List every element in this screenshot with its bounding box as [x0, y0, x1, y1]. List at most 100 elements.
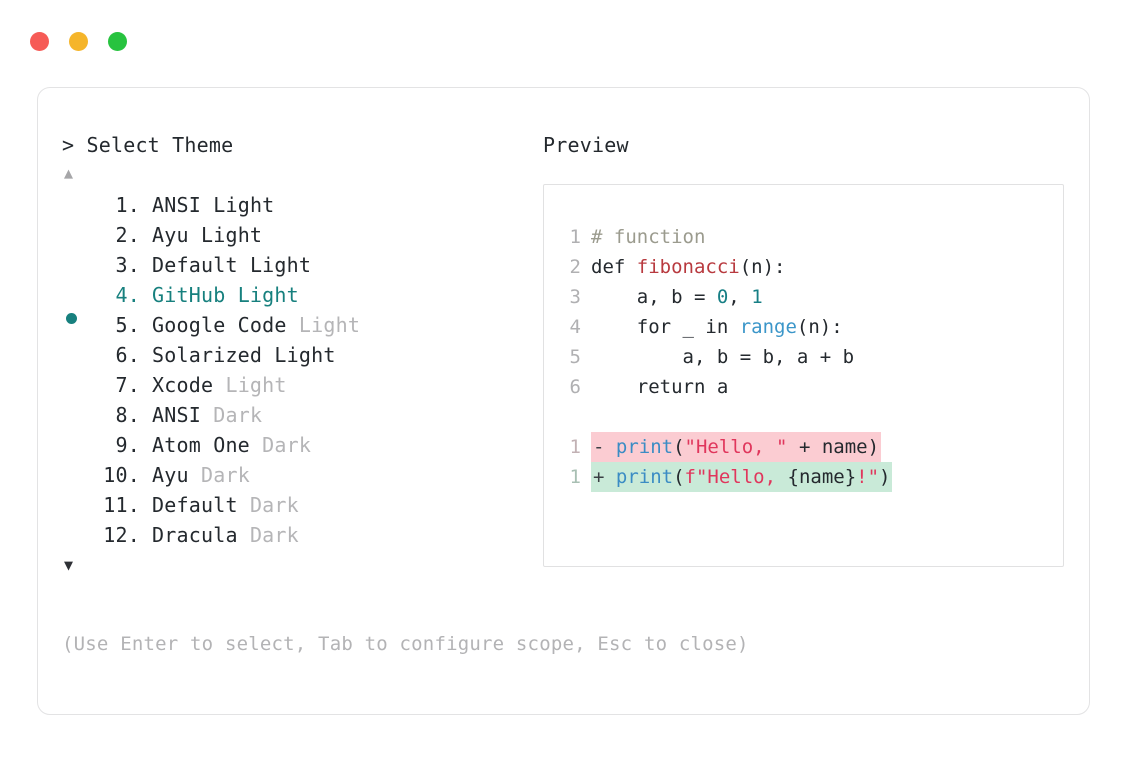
theme-list-item[interactable]: 1. ANSI Light	[62, 190, 532, 220]
code-token: 1	[751, 286, 763, 308]
theme-name: Solarized Light	[152, 343, 336, 367]
theme-list-item[interactable]: 8. ANSI Dark	[62, 400, 532, 430]
theme-index: 3.	[115, 253, 140, 277]
code-token: "Hello, "	[684, 436, 788, 458]
theme-variant: Light	[298, 313, 361, 337]
code-token: f"Hello,	[684, 466, 788, 488]
theme-list-item[interactable]: 6. Solarized Light	[62, 340, 532, 370]
code-line: 2 def fibonacci(n):	[544, 252, 1063, 282]
code-content: a, b = 0, 1	[591, 282, 763, 312]
code-line: 1 # function	[544, 222, 1063, 252]
theme-name: Google Code Light	[152, 313, 361, 337]
theme-name: Ayu Light	[152, 223, 263, 247]
theme-list-item[interactable]: 2. Ayu Light	[62, 220, 532, 250]
theme-name: Dracula Dark	[152, 523, 299, 547]
theme-index: 2.	[115, 223, 140, 247]
theme-list-item[interactable]: 3.Default Light	[62, 250, 532, 280]
line-number: 1	[569, 436, 581, 458]
theme-index: 4.	[115, 283, 140, 307]
code-token: 0	[716, 286, 729, 308]
theme-variant: Dark	[200, 463, 250, 487]
theme-list-item[interactable]: 4. GitHub Light	[62, 280, 532, 324]
theme-list-item[interactable]: 7. Xcode Light	[62, 370, 532, 400]
theme-name: Ayu Dark	[152, 463, 250, 487]
line-number: 2	[569, 256, 581, 278]
diff-block: 1- print("Hello, " + name)1+ print(f"Hel…	[544, 432, 1063, 492]
theme-variant: Light	[213, 193, 275, 217]
theme-variant: Light	[225, 373, 287, 397]
code-token: def	[591, 256, 637, 278]
code-token: (	[673, 436, 685, 458]
close-icon[interactable]	[30, 32, 49, 51]
code-token: (	[673, 466, 685, 488]
code-token: return a	[591, 376, 729, 398]
line-number: 4	[569, 316, 581, 338]
theme-list-item[interactable]: 5. Google Code Light	[62, 310, 532, 340]
code-line: 4 for _ in range(n):	[544, 312, 1063, 342]
preview-label: Preview	[543, 133, 629, 157]
theme-list-item[interactable]: 12. Dracula Dark	[62, 520, 532, 550]
code-token: + name)	[787, 436, 880, 458]
line-number: 3	[569, 286, 581, 308]
diff-line-added: 1 + print(f"Hello, {name}!")	[544, 462, 1063, 492]
code-token: a, b = b, a + b	[591, 346, 855, 368]
code-content: for _ in range(n):	[591, 312, 843, 342]
minimize-icon[interactable]	[69, 32, 88, 51]
theme-list-item[interactable]: 10. Ayu Dark	[62, 460, 532, 490]
line-number: 1	[569, 226, 581, 248]
theme-index: 9.	[115, 433, 140, 457]
code-token: print	[615, 466, 674, 488]
theme-index: 5.	[115, 313, 140, 337]
code-line: 6 return a	[544, 372, 1063, 402]
theme-variant: Dark	[249, 523, 299, 547]
theme-name: GitHub Light	[152, 283, 299, 307]
theme-variant: Dark	[249, 493, 299, 517]
theme-list-item[interactable]: 9.Atom One Dark	[62, 430, 532, 460]
theme-index: 7.	[115, 373, 140, 397]
line-number: 1	[569, 466, 581, 488]
diff-line-removed: 1- print("Hello, " + name)	[544, 432, 1063, 462]
theme-selector-pane: > Select Theme ▲ 1. ANSI Light 2. Ayu Light…	[62, 132, 532, 576]
code-token: print	[615, 436, 674, 458]
theme-index: 10.	[103, 463, 140, 487]
theme-index: 11.	[103, 493, 140, 517]
code-token: for _ in	[591, 316, 740, 338]
theme-index: 6.	[115, 343, 140, 367]
theme-name: Xcode Light	[152, 373, 287, 397]
window-controls	[30, 32, 127, 51]
theme-index: 12.	[103, 523, 140, 547]
theme-variant: Dark	[213, 403, 263, 427]
code-token: fibonacci	[636, 256, 740, 278]
theme-index: 1.	[115, 193, 140, 217]
code-token: !"	[856, 466, 880, 488]
maximize-icon[interactable]	[108, 32, 127, 51]
code-token: range	[739, 316, 797, 338]
theme-list-item[interactable]: 11.Default Dark	[62, 490, 532, 520]
theme-picker-card: > Select Theme ▲ 1. ANSI Light 2. Ayu Light…	[37, 87, 1090, 715]
code-token: {name}	[787, 466, 857, 488]
code-content: return a	[591, 372, 729, 402]
code-line: 5 a, b = b, a + b	[544, 342, 1063, 372]
code-token: (n):	[796, 316, 843, 338]
theme-name: ANSI Dark	[152, 403, 263, 427]
scroll-up-icon[interactable]: ▲	[64, 164, 74, 182]
diff-content: - print("Hello, " + name)	[591, 432, 882, 462]
code-token: (n):	[739, 256, 786, 278]
code-token: a, b =	[591, 286, 717, 308]
diff-content: + print(f"Hello, {name}!")	[591, 462, 893, 492]
code-token: # function	[591, 226, 706, 248]
diff-marker: +	[593, 466, 616, 488]
line-number: 5	[569, 346, 581, 368]
theme-name: ANSI Light	[152, 193, 275, 217]
theme-index: 8.	[115, 403, 140, 427]
diff-marker: -	[593, 436, 616, 458]
code-token: ,	[728, 286, 752, 308]
page-title: > Select Theme	[62, 133, 234, 157]
code-content: a, b = b, a + b	[591, 342, 855, 372]
scroll-down-icon[interactable]: ▼	[64, 556, 74, 574]
code-token: )	[879, 466, 891, 488]
code-line: 3 a, b = 0, 1	[544, 282, 1063, 312]
